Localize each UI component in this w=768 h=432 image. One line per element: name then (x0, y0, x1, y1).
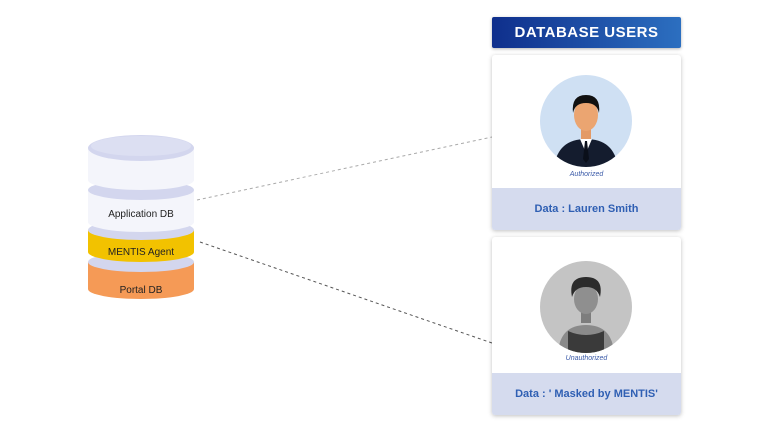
unauthorized-data: Data : ' Masked by MENTIS' (492, 373, 681, 415)
authorized-user-avatar (540, 75, 632, 167)
panel-title: DATABASE USERS (492, 17, 681, 48)
database-stack-icon (88, 135, 194, 299)
layer-mentis-agent: MENTIS Agent (108, 247, 174, 258)
layer-application-db: Application DB (108, 209, 174, 220)
user-card-unauthorized: Unauthorized Data : ' Masked by MENTIS' (492, 237, 681, 415)
connector-authorized (196, 136, 493, 201)
unauthorized-user-avatar (540, 261, 632, 353)
user-card-authorized: Authorized Data : Lauren Smith (492, 55, 681, 230)
authorized-data: Data : Lauren Smith (492, 188, 681, 230)
layer-portal-db: Portal DB (120, 285, 163, 296)
authorized-status: Authorized (569, 171, 604, 178)
unauthorized-status: Unauthorized (565, 355, 608, 362)
connector-unauthorized (199, 241, 493, 344)
